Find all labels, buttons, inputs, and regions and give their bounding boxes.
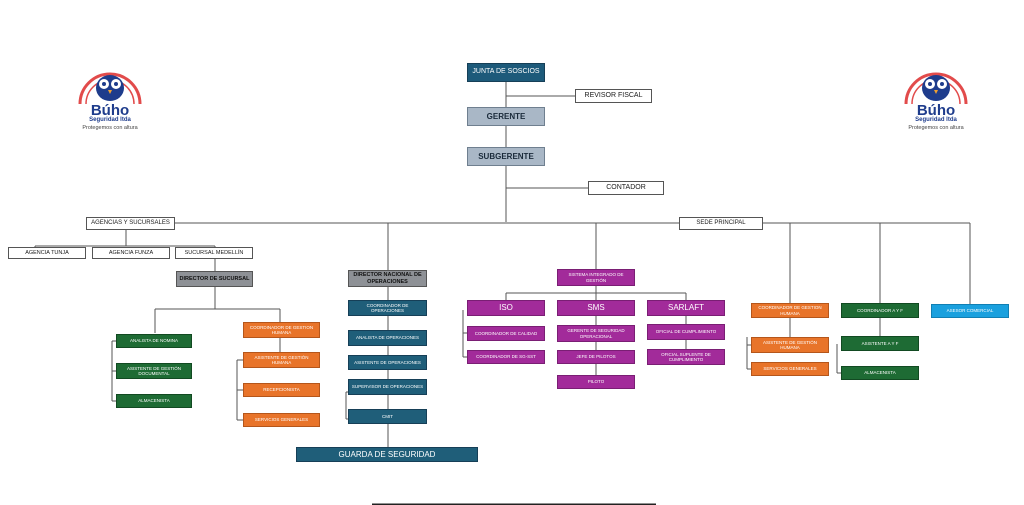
jefe-pilotos-box: JEFE DE PILOTOS [557, 350, 635, 364]
asistente-operaciones-box: ASISTENTE DE OPERACIONES [348, 355, 427, 370]
cmit-box: CMIT [348, 409, 427, 424]
contador-box: CONTADOR [588, 181, 664, 195]
director-nacional-operaciones-box: DIRECTOR NACIONAL DE OPERACIONES [348, 270, 427, 287]
asesor-comercial-box: ASESOR COMERCIAL [931, 304, 1009, 318]
coordinador-calidad-box: COORDINADOR DE CALIDAD [467, 326, 545, 341]
gerente-box: GERENTE [467, 107, 545, 126]
sucursal-medellin-box: SUCURSAL MEDELLÍN [175, 247, 253, 259]
logo-slogan: Protegemos con altura [82, 125, 138, 131]
logo-right: Búho Seguridad ltda Protegemos con altur… [894, 64, 978, 134]
coordinador-operaciones-box: COORDINADOR DE OPERACIONES [348, 300, 427, 316]
coordinador-gestion-humana-sede-box: COORDINADOR DE GESTION HUMANA [751, 303, 829, 318]
agencia-funza-box: AGENCIA FUNZA [92, 247, 170, 259]
servicios-generales-sede-box: SERVICIOS GENERALES [751, 362, 829, 376]
asistente-gestion-humana-sede-box: ASISTENTE DE GESTIÓN HUMANA [751, 337, 829, 353]
analista-nomina-box: ANALISTA DE NOMINA [116, 334, 192, 348]
sarlaft-box: SARLAFT [647, 300, 725, 316]
owl-icon [78, 72, 142, 105]
almacenista-box: ALMACENISTA [116, 394, 192, 408]
agencia-tunja-box: AGENCIA TUNJA [8, 247, 86, 259]
oficial-suplente-cumplimiento-box: OFICIAL SUPLENTE DE CUMPLIMIENTO [647, 349, 725, 365]
logo-brand: Búho [916, 102, 956, 119]
servicios-generales-box: SERVICIOS GENERALES [243, 413, 320, 427]
piloto-box: PILOTO [557, 375, 635, 389]
sms-box: SMS [557, 300, 635, 316]
analista-operaciones-box: ANALISTA DE OPERACIONES [348, 330, 427, 346]
agencias-sucursales-box: AGENCIAS Y SUCURSALES [86, 217, 175, 230]
recepcionista-box: RECEPCIONISTA [243, 383, 320, 397]
owl-icon [904, 72, 968, 105]
guarda-seguridad-box: GUARDA DE SEGURIDAD [296, 447, 478, 462]
asistente-ayf-box: ASISTENTE A Y F [841, 336, 919, 351]
coordinador-gestion-humana-box: COORDINADOR DE GESTION HUMANA [243, 322, 320, 338]
coordinador-ayf-box: COORDINADOR A Y F [841, 303, 919, 318]
sistema-integrado-gestion-box: SISTEMA INTEGRADO DE GESTIÓN [557, 269, 635, 286]
iso-box: ISO [467, 300, 545, 316]
logo-subtitle: Seguridad ltda [89, 117, 131, 123]
logo-subtitle: Seguridad ltda [915, 117, 957, 123]
subgerente-box: SUBGERENTE [467, 147, 545, 166]
coordinador-sgsst-box: COORDINADOR DE SG-SST [467, 350, 545, 364]
oficial-cumplimiento-box: OFICIAL DE CUMPLIMIENTO [647, 324, 725, 340]
director-sucursal-box: DIRECTOR DE SUCURSAL [176, 271, 253, 287]
sede-principal-box: SEDE PRINCIPAL [679, 217, 763, 230]
logo-brand: Búho [90, 102, 130, 119]
junta-socios-box: JUNTA DE SOSCIOS [467, 63, 545, 82]
logo-left: Búho Seguridad ltda Protegemos con altur… [68, 64, 152, 134]
asistente-gestion-documental-box: ASISTENTE DE GESTIÓN DOCUMENTAL [116, 363, 192, 379]
revisor-fiscal-box: REVISOR FISCAL [575, 89, 652, 103]
gerente-seguridad-operacional-box: GERENTE DE SEGURIDAD OPERACIONAL [557, 325, 635, 342]
asistente-gestion-humana-box: ASISTENTE DE GESTIÓN HUMANA [243, 352, 320, 368]
almacenista-sede-box: ALMACENISTA [841, 366, 919, 380]
logo-slogan: Protegemos con altura [908, 125, 964, 131]
supervisor-operaciones-box: SUPERVISOR DE OPERACIONES [348, 379, 427, 395]
